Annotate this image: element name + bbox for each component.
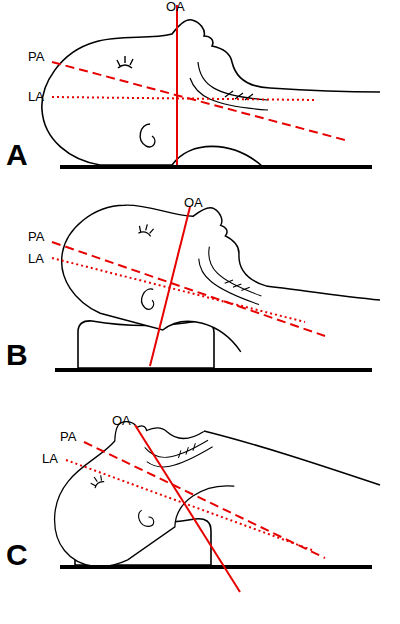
axis-label: OA (166, 0, 185, 13)
axis-label: LA (28, 252, 44, 265)
panel-letter: B (6, 340, 28, 370)
table-surface (60, 165, 372, 169)
body-outline (266, 286, 380, 300)
pharyngeal-axis (52, 242, 325, 336)
oral-axis (150, 207, 190, 366)
axis-label: OA (184, 196, 203, 209)
table-surface (55, 368, 372, 372)
axis-label: PA (28, 50, 44, 63)
oral-axis (176, 5, 178, 165)
panel-letter: A (6, 140, 28, 170)
pillow (78, 321, 214, 368)
body-outline (204, 431, 380, 485)
laryngeal-axis (66, 460, 312, 550)
table-surface (60, 565, 372, 569)
head-profile (23, 387, 240, 588)
axis-label: OA (112, 414, 131, 427)
axis-label: LA (28, 90, 44, 103)
axis-label: LA (42, 452, 58, 465)
axis-label: PA (60, 430, 76, 443)
body-outline (270, 88, 380, 92)
pharyngeal-axis (52, 62, 345, 140)
laryngeal-axis (52, 97, 315, 100)
axis-label: PA (28, 230, 44, 243)
panel-letter: C (6, 540, 28, 570)
head-profile (49, 173, 281, 353)
head-profile (42, 20, 270, 166)
laryngeal-axis (52, 258, 305, 322)
